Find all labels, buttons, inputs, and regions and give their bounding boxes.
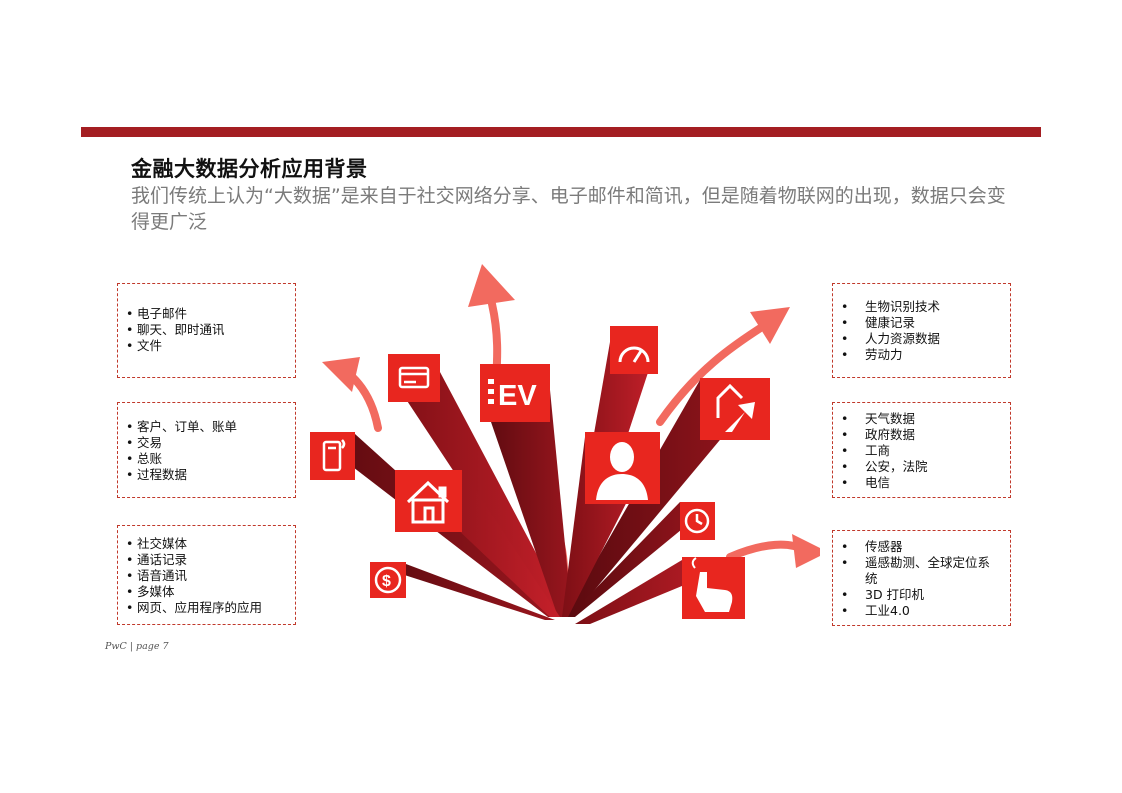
speedometer-icon (618, 346, 650, 363)
list-item: 遥感勘测、全球定位系统 (833, 555, 1010, 587)
ev-icon (488, 379, 494, 404)
list-item: 劳动力 (833, 347, 1010, 363)
arrow-lower-right-head (792, 534, 820, 568)
data-source-box-biometrics: 生物识别技术 健康记录 人力资源数据 劳动力 (832, 283, 1011, 378)
tile-gauge (610, 326, 658, 374)
list-item: 总账 (118, 451, 295, 467)
list-item: 人力资源数据 (833, 331, 1010, 347)
page-title: 金融大数据分析应用背景 (131, 157, 368, 181)
list-item: 政府数据 (833, 427, 1010, 443)
list-item: 传感器 (833, 539, 1010, 555)
header-rule (81, 127, 1041, 137)
list-item: 文件 (118, 338, 295, 354)
tile-phone (310, 432, 355, 480)
credit-card-icon (398, 366, 430, 389)
dollar-coin-icon (374, 566, 402, 594)
page-footer: PwC | page 7 (105, 641, 169, 652)
tile-person (585, 432, 660, 504)
list-item: 网页、应用程序的应用 (118, 600, 295, 616)
arrow-top-right (656, 318, 774, 426)
list-item: 电子邮件 (118, 306, 295, 322)
list-item: 过程数据 (118, 467, 295, 483)
list-item: 客户、订单、账单 (118, 419, 295, 435)
diagonal-arrow-icon (725, 402, 755, 432)
pointing-hand-icon (696, 572, 733, 612)
tile-hand (682, 557, 745, 619)
tile-card (388, 354, 440, 402)
list-item: 社交媒体 (118, 536, 295, 552)
big-data-illustration: EV (310, 264, 820, 624)
bar-clock (568, 502, 715, 617)
arrow-box-icon (716, 383, 744, 418)
list-item: 3D 打印机 (833, 587, 1010, 603)
list-item: 生物识别技术 (833, 299, 1010, 315)
tile-clock (680, 502, 715, 540)
list-item: 健康记录 (833, 315, 1010, 331)
list-item: 交易 (118, 435, 295, 451)
arrow-upper-left-head (322, 357, 360, 392)
clock-icon (684, 508, 710, 534)
list-item: 多媒体 (118, 584, 295, 600)
data-source-box-public-data: 天气数据 政府数据 工商 公安，法院 电信 (832, 402, 1011, 498)
list-item: 工商 (833, 443, 1010, 459)
user-icon (596, 442, 648, 500)
bar-dollar (370, 564, 555, 620)
ev-label: EV (498, 380, 537, 412)
list-item: 电信 (833, 475, 1010, 491)
page-subtitle: 我们传统上认为“大数据”是来自于社交网络分享、电子邮件和简讯，但是随着物联网的出… (131, 185, 1006, 233)
bar-card (388, 372, 570, 617)
list-item: 工业4.0 (833, 603, 1010, 619)
bar-ev (480, 390, 572, 617)
data-source-box-communication: 电子邮件 聊天、即时通讯 文件 (117, 283, 296, 378)
tile-dollar: $ (370, 562, 406, 598)
tile-house (395, 470, 462, 532)
data-source-box-social: 社交媒体 通话记录 语音通讯 多媒体 网页、应用程序的应用 (117, 525, 296, 625)
data-source-box-iot: 传感器 遥感勘测、全球定位系统 3D 打印机 工业4.0 (832, 530, 1011, 626)
arrow-top-head (468, 264, 515, 307)
house-icon (406, 480, 450, 524)
tile-ev: EV (480, 364, 550, 422)
list-item: 公安，法院 (833, 459, 1010, 475)
data-source-box-transactions: 客户、订单、账单 交易 总账 过程数据 (117, 402, 296, 498)
mobile-phone-icon (322, 439, 346, 472)
arrow-top-right-head (750, 307, 790, 344)
list-item: 天气数据 (833, 411, 1010, 427)
list-item: 语音通讯 (118, 568, 295, 584)
list-item: 通话记录 (118, 552, 295, 568)
tile-arrow-box (700, 378, 770, 440)
dollar-label: $ (382, 573, 391, 590)
list-item: 聊天、即时通讯 (118, 322, 295, 338)
